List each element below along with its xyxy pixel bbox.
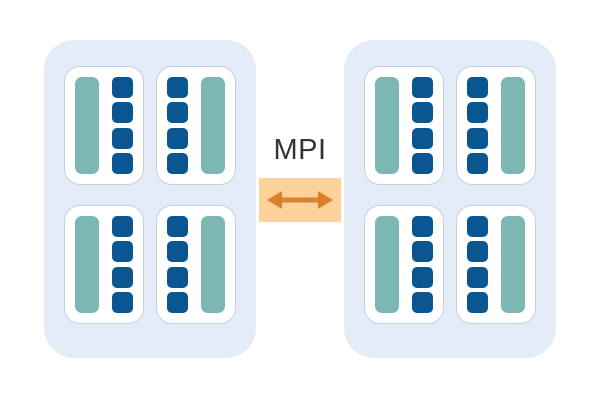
core-square <box>467 241 488 263</box>
core-square <box>467 102 488 124</box>
core-column <box>112 216 133 313</box>
core-square <box>112 216 133 237</box>
core-square <box>467 152 488 174</box>
mpi-label: MPI <box>273 134 327 166</box>
node-left-socket-bottom-right <box>156 205 236 324</box>
core-square <box>112 102 133 124</box>
core-column <box>467 216 488 313</box>
core-square <box>167 216 188 237</box>
node-left <box>44 40 256 358</box>
core-square <box>412 266 433 288</box>
core-square <box>112 77 133 98</box>
mpi-link-box <box>259 178 341 222</box>
memory-bar <box>375 216 399 313</box>
core-square <box>412 152 433 174</box>
core-column <box>112 77 133 174</box>
memory-bar <box>501 77 525 174</box>
core-square <box>412 127 433 149</box>
core-column <box>167 77 188 174</box>
memory-bar <box>201 216 225 313</box>
core-square <box>112 127 133 149</box>
core-square <box>167 77 188 98</box>
node-right-socket-bottom-right <box>456 205 536 324</box>
core-square <box>167 266 188 288</box>
memory-bar <box>75 216 99 313</box>
memory-bar <box>75 77 99 174</box>
core-square <box>167 152 188 174</box>
core-square <box>167 127 188 149</box>
core-square <box>112 241 133 263</box>
node-right-socket-bottom-left <box>364 205 444 324</box>
core-square <box>412 241 433 263</box>
core-square <box>112 152 133 174</box>
core-square <box>167 241 188 263</box>
node-right <box>344 40 556 358</box>
core-square <box>467 77 488 98</box>
core-square <box>112 291 133 313</box>
core-square <box>467 127 488 149</box>
core-square <box>467 291 488 313</box>
node-right-socket-top-left <box>364 66 444 185</box>
core-square <box>412 77 433 98</box>
memory-bar <box>501 216 525 313</box>
node-left-socket-top-right <box>156 66 236 185</box>
core-square <box>412 102 433 124</box>
core-column <box>412 77 433 174</box>
memory-bar <box>201 77 225 174</box>
double-arrow-icon <box>267 191 333 209</box>
core-column <box>412 216 433 313</box>
core-square <box>412 216 433 237</box>
core-column <box>167 216 188 313</box>
node-left-socket-bottom-left <box>64 205 144 324</box>
node-right-socket-top-right <box>456 66 536 185</box>
core-square <box>167 291 188 313</box>
core-square <box>167 102 188 124</box>
core-square <box>412 291 433 313</box>
core-square <box>467 216 488 237</box>
core-square <box>467 266 488 288</box>
core-column <box>467 77 488 174</box>
memory-bar <box>375 77 399 174</box>
core-square <box>112 266 133 288</box>
node-left-socket-top-left <box>64 66 144 185</box>
